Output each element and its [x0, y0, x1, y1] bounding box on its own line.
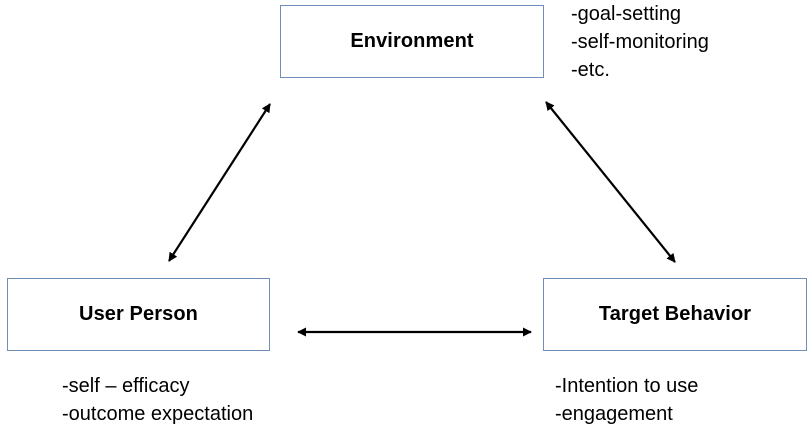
- user-person-note-item: -self – efficacy: [62, 375, 190, 397]
- arrow-user-environment: [168, 103, 271, 262]
- environment-box: Environment: [280, 5, 544, 78]
- user-person-notes: -self – efficacy -outcome expectation: [62, 372, 253, 428]
- arrow-environment-target: [545, 101, 676, 263]
- target-behavior-box: Target Behavior: [543, 278, 807, 351]
- target-behavior-note-item: -engagement: [555, 403, 673, 425]
- environment-label: Environment: [350, 30, 474, 52]
- user-person-note-item: -outcome expectation: [62, 403, 254, 425]
- user-person-label: User Person: [79, 303, 198, 325]
- environment-note-item: -self-monitoring: [571, 31, 709, 53]
- target-behavior-note-item: -Intention to use: [555, 375, 699, 397]
- environment-notes: -goal-setting -self-monitoring -etc.: [571, 0, 709, 84]
- environment-note-item: -etc.: [571, 59, 610, 81]
- target-behavior-label: Target Behavior: [598, 303, 752, 325]
- environment-note-item: -goal-setting: [571, 3, 682, 25]
- target-behavior-notes: -Intention to use -engagement: [555, 372, 698, 428]
- user-person-box: User Person: [7, 278, 270, 351]
